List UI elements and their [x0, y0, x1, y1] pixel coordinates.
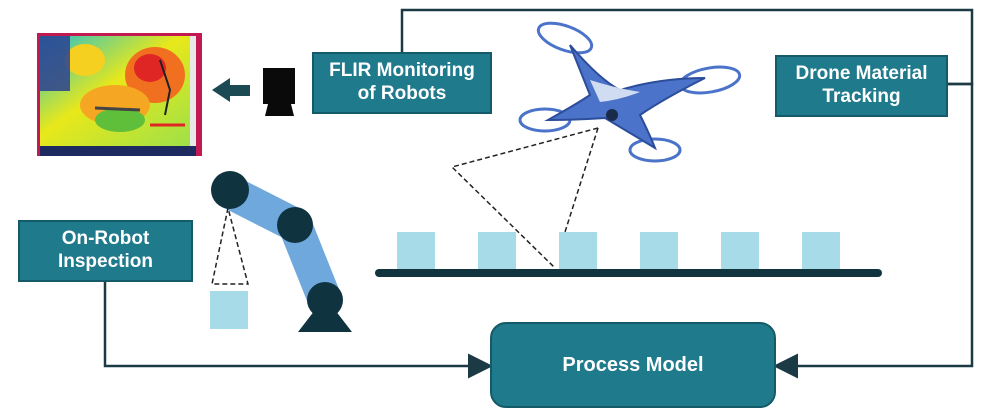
drone-scan-line-2 [564, 127, 599, 233]
robot-arm-icon [210, 171, 352, 332]
flir-monitoring-box: FLIR Monitoring of Robots [312, 52, 492, 114]
conveyor-belt [375, 269, 882, 277]
drone-tracking-box: Drone Material Tracking [775, 55, 948, 117]
process-model-box: Process Model [490, 322, 776, 408]
drone-label-line1: Drone Material [795, 63, 928, 85]
line-robot-to-process [103, 282, 493, 379]
material-blocks [397, 232, 840, 269]
drone-label-line2: Tracking [822, 86, 901, 107]
flir-label-line1: FLIR Monitoring [329, 60, 475, 82]
robot-label-line2: Inspection [57, 251, 153, 272]
robot-label-line1: On-Robot [61, 228, 150, 250]
left-arrow-icon [212, 78, 250, 102]
drone-icon [518, 21, 742, 163]
thermal-image [37, 33, 202, 156]
process-model-label: Process Model [562, 354, 704, 376]
drone-scan-lines [450, 127, 599, 269]
connector-lines [103, 8, 974, 379]
camera-icon [263, 68, 295, 116]
on-robot-inspection-box: On-Robot Inspection [18, 220, 193, 282]
flir-label-line2: of Robots [357, 83, 447, 104]
line-drone-to-process [773, 82, 974, 379]
